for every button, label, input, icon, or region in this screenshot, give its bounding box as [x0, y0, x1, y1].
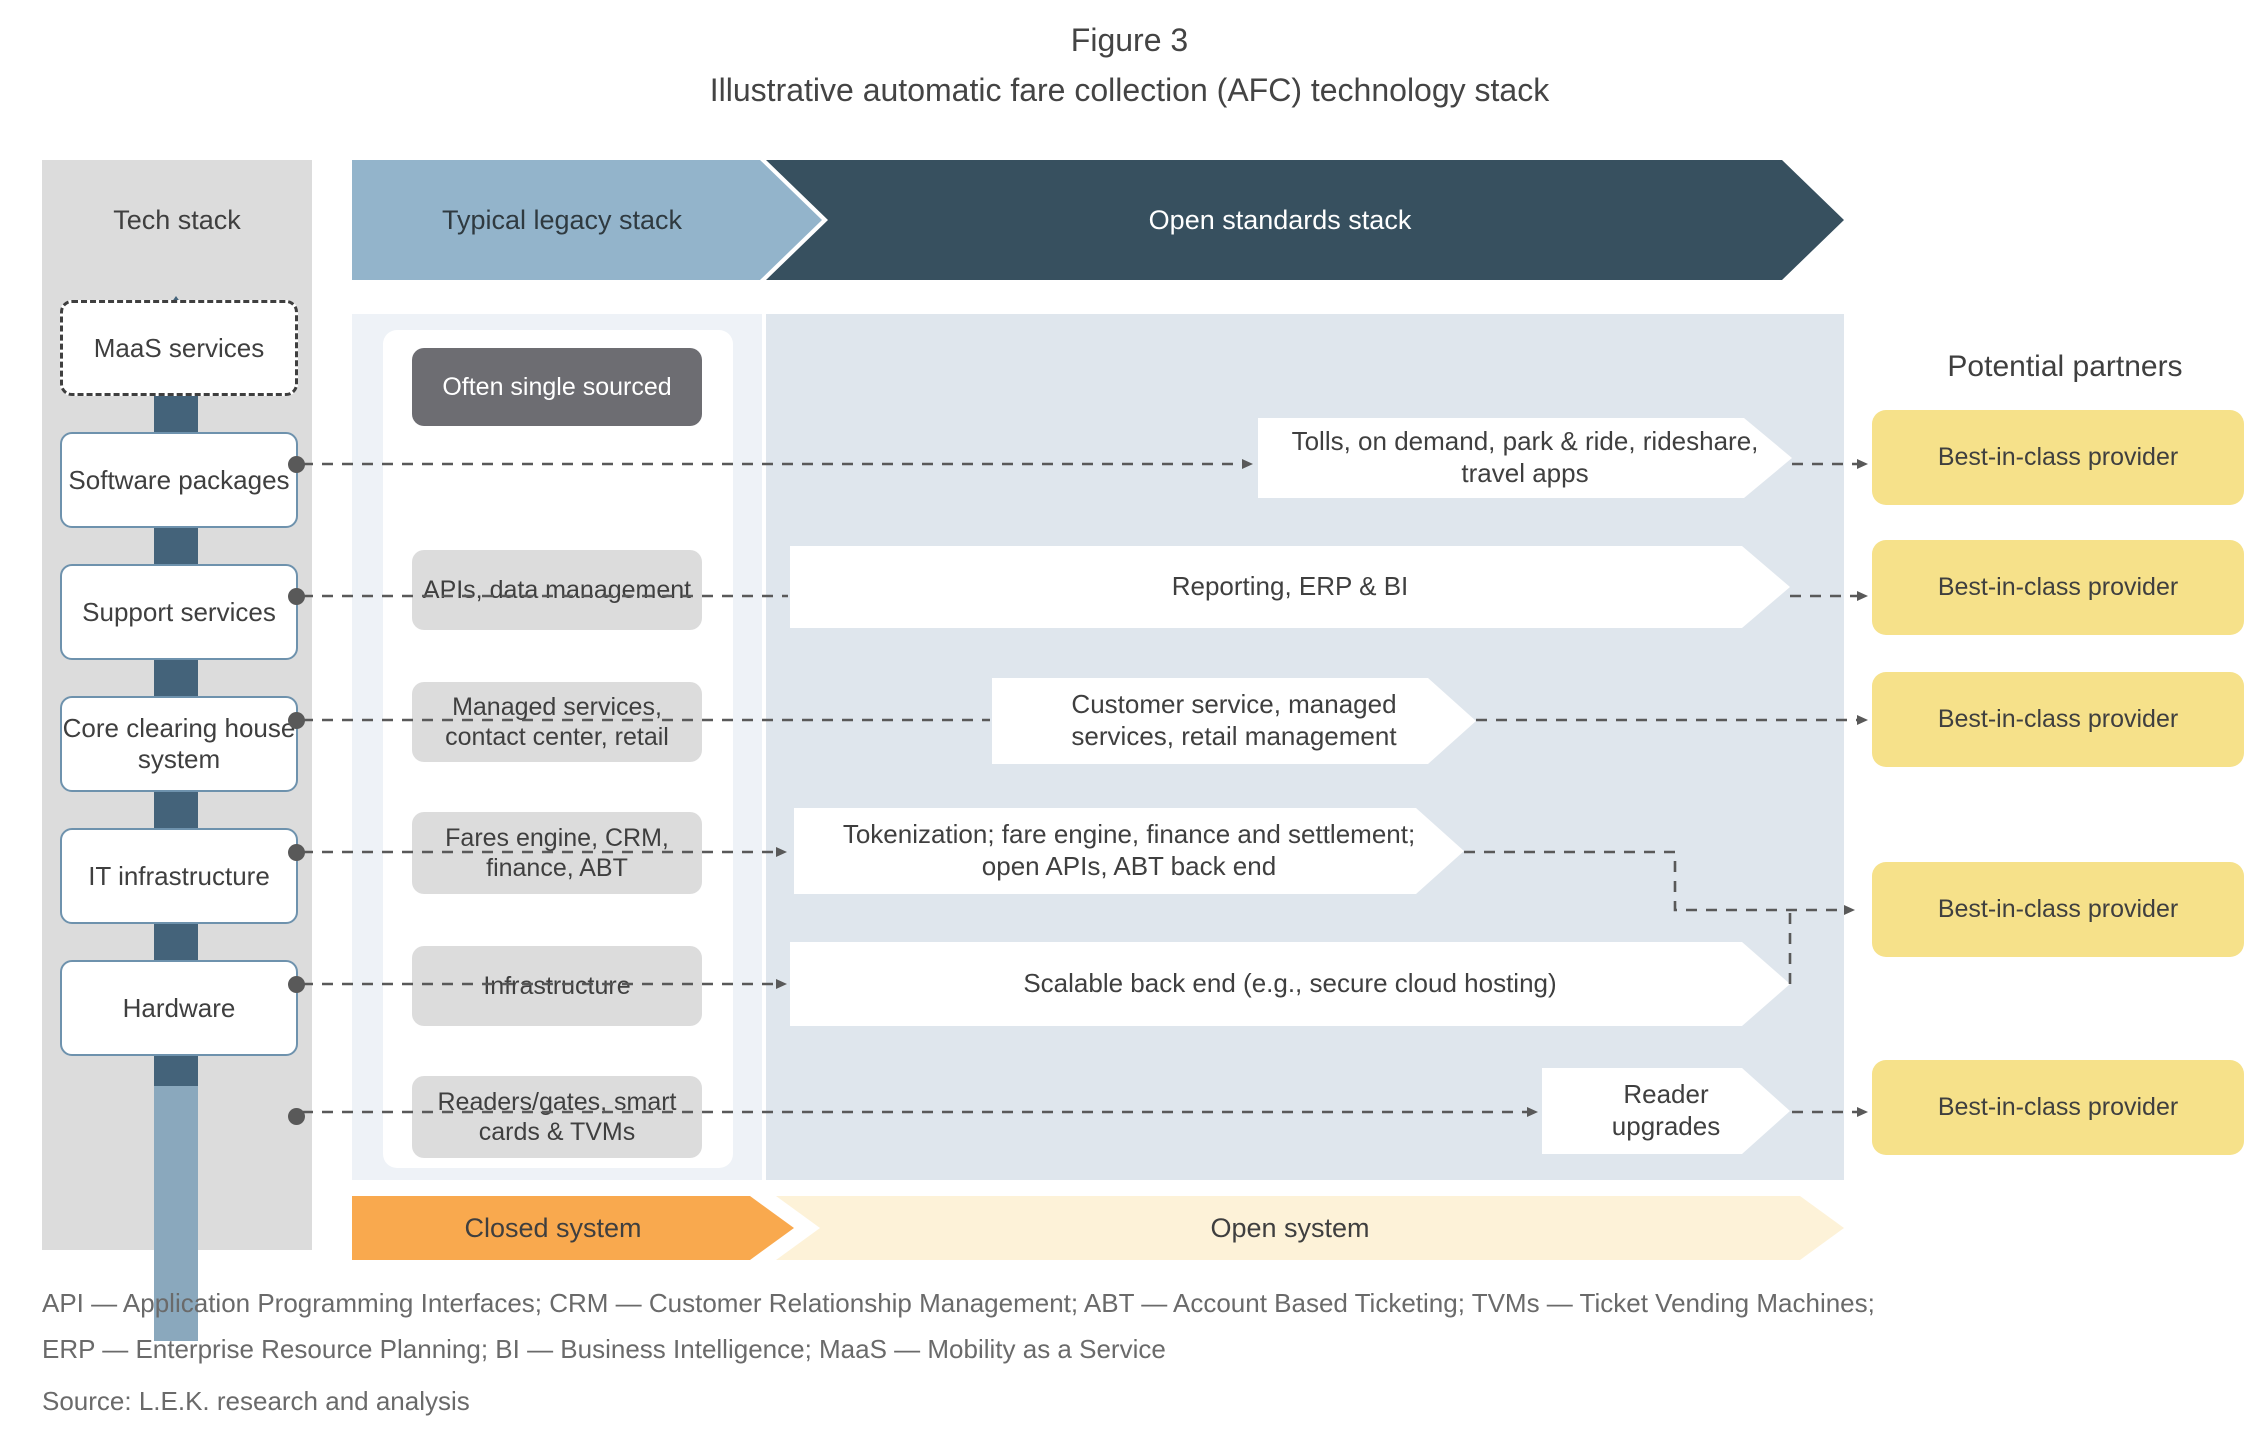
open-item-label: Reader upgrades	[1611, 1079, 1721, 1141]
stack-item-label: Software packages	[68, 464, 290, 495]
open-item-reader-upgrades[interactable]: Reader upgrades	[1542, 1068, 1790, 1154]
connector-dot	[288, 1108, 305, 1125]
open-item-scalable-back-end[interactable]: Scalable back end (e.g., secure cloud ho…	[790, 942, 1790, 1026]
open-item-tokenization[interactable]: Tokenization; fare engine, finance and s…	[794, 808, 1464, 894]
source-line: Source: L.E.K. research and analysis	[42, 1386, 470, 1416]
sidebar-item-it-infrastructure[interactable]: IT infrastructure	[60, 828, 298, 924]
open-item-label: Tokenization; fare engine, finance and s…	[842, 819, 1416, 881]
legacy-item-managed-services[interactable]: Managed services, contact center, retail	[412, 682, 702, 762]
legacy-item-readers-gates[interactable]: Readers/gates, smart cards & TVMs	[412, 1076, 702, 1158]
legacy-item-often-single-sourced[interactable]: Often single sourced	[412, 348, 702, 426]
open-item-reporting-erp-bi[interactable]: Reporting, ERP & BI	[790, 546, 1790, 628]
open-item-label: Scalable back end (e.g., secure cloud ho…	[1023, 968, 1557, 999]
closed-system-label: Closed system	[464, 1212, 642, 1243]
partner-label: Best-in-class provider	[1937, 573, 2179, 601]
open-system-band: Open system	[776, 1196, 1844, 1260]
legacy-item-label: Infrastructure	[483, 972, 631, 1000]
stack-item-label: Support services	[82, 596, 276, 627]
legacy-stack-header: Typical legacy stack	[352, 160, 822, 280]
sidebar-item-hardware[interactable]: Hardware	[60, 960, 298, 1056]
stack-item-label: Core clearing house system	[62, 713, 296, 774]
partner-label: Best-in-class provider	[1937, 1093, 2179, 1121]
connector-dot	[288, 844, 305, 861]
sidebar-item-core-clearing-house-system[interactable]: Core clearing house system	[60, 696, 298, 792]
connector-dot	[288, 712, 305, 729]
tech-stack-title: Tech stack	[113, 205, 241, 235]
partner-label: Best-in-class provider	[1937, 705, 2179, 733]
legacy-item-label: APIs, data management	[422, 576, 692, 604]
open-item-tolls-on-demand[interactable]: Tolls, on demand, park & ride, rideshare…	[1258, 418, 1792, 498]
legacy-item-label: Managed services, contact center, retail	[445, 693, 669, 751]
connector-dot	[288, 588, 305, 605]
legacy-stack-header-label: Typical legacy stack	[441, 204, 683, 235]
closed-system-band: Closed system	[352, 1196, 794, 1260]
open-stack-header: Open standards stack	[766, 160, 1844, 280]
sidebar-item-support-services[interactable]: Support services	[60, 564, 298, 660]
open-item-label: Reporting, ERP & BI	[1171, 571, 1409, 602]
partner-box-2[interactable]: Best-in-class provider	[1872, 540, 2244, 635]
footnote-line-2: ERP — Enterprise Resource Planning; BI —…	[42, 1334, 1166, 1364]
figure-title: Illustrative automatic fare collection (…	[709, 72, 1550, 108]
open-stack-header-label: Open standards stack	[1148, 204, 1412, 235]
legacy-item-label: Often single sourced	[442, 373, 672, 401]
open-system-label: Open system	[1210, 1212, 1370, 1243]
legacy-item-label: Readers/gates, smart cards & TVMs	[437, 1088, 677, 1146]
legacy-item-infrastructure[interactable]: Infrastructure	[412, 946, 702, 1026]
legacy-item-apis-data-management[interactable]: APIs, data management	[412, 550, 702, 630]
partner-box-4[interactable]: Best-in-class provider	[1872, 862, 2244, 957]
sidebar-item-maas-services[interactable]: MaaS services	[60, 300, 298, 396]
stack-item-label: IT infrastructure	[88, 860, 270, 891]
partner-box-3[interactable]: Best-in-class provider	[1872, 672, 2244, 767]
partner-box-1[interactable]: Best-in-class provider	[1872, 410, 2244, 505]
sidebar-item-software-packages[interactable]: Software packages	[60, 432, 298, 528]
open-item-customer-service[interactable]: Customer service, managed services, reta…	[992, 678, 1476, 764]
legacy-item-label: Fares engine, CRM, finance, ABT	[445, 824, 669, 882]
open-item-label: Customer service, managed services, reta…	[1071, 689, 1397, 751]
potential-partners-title: Potential partners	[1947, 350, 2183, 383]
figure-number: Figure 3	[1070, 22, 1189, 58]
partner-label: Best-in-class provider	[1937, 895, 2179, 923]
partner-box-5[interactable]: Best-in-class provider	[1872, 1060, 2244, 1155]
connector-dot	[288, 976, 305, 993]
legacy-item-fares-engine-crm[interactable]: Fares engine, CRM, finance, ABT	[412, 812, 702, 894]
stack-item-label: Hardware	[122, 992, 236, 1023]
footnote-line-1: API — Application Programming Interfaces…	[42, 1288, 1875, 1318]
connector-dot	[288, 456, 305, 473]
stack-item-label: MaaS services	[93, 332, 265, 363]
open-item-label: Tolls, on demand, park & ride, rideshare…	[1291, 426, 1759, 488]
partner-label: Best-in-class provider	[1937, 443, 2179, 471]
